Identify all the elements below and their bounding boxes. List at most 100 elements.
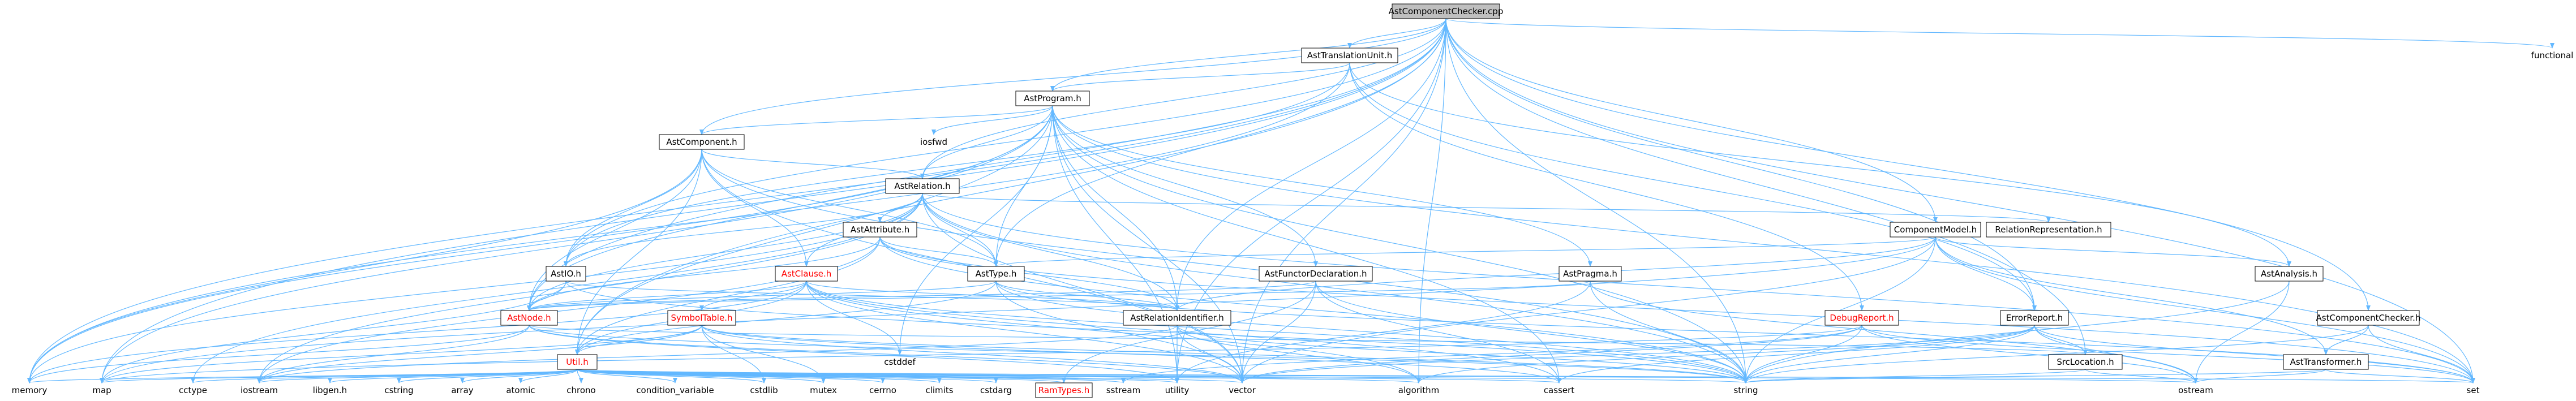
node-label-astnode: AstNode.h [507, 313, 551, 323]
edge-componentmodel-to-string [1744, 236, 1936, 383]
node-utilh[interactable]: Util.h [557, 354, 598, 370]
node-astanalysis[interactable]: AstAnalysis.h [2255, 266, 2324, 282]
node-label-utilh: Util.h [566, 357, 588, 367]
node-label-ramtypes: RamTypes.h [1038, 385, 1089, 395]
edge-root-to-astrelid [1175, 18, 1446, 311]
node-label-symboltable: SymbolTable.h [671, 313, 733, 323]
node-astcomponent[interactable]: AstComponent.h [659, 134, 745, 150]
node-cstdlib: cstdlib [750, 385, 778, 395]
node-asttype[interactable]: AstType.h [967, 266, 1025, 282]
node-ostream: ostream [2178, 385, 2213, 395]
edge-astfunctor-to-astnode [527, 281, 1316, 311]
edge-astio-to-astrelid [565, 281, 1179, 311]
node-label-relrep: RelationRepresentation.h [1995, 225, 2102, 235]
node-label-cstring: cstring [384, 385, 413, 395]
node-astattribute[interactable]: AstAttribute.h [843, 222, 917, 238]
node-functional: functional [2531, 50, 2574, 61]
edge-componentmodel-to-astrelid [1175, 236, 1936, 311]
node-ramtypes[interactable]: RamTypes.h [1035, 382, 1093, 398]
node-asttransformer[interactable]: AstTransformer.h [2283, 354, 2369, 370]
edge-astprogram-to-cstddef [898, 105, 1053, 355]
edge-astclause-to-astnode [527, 281, 807, 311]
node-label-map: map [92, 385, 111, 395]
edge-astrelid-to-string [1177, 325, 1748, 383]
node-vector: vector [1229, 385, 1256, 395]
node-label-cctype: cctype [179, 385, 207, 395]
edge-debugreport-to-string [1744, 325, 1862, 383]
edge-srclocation-to-ostream [2085, 369, 2198, 383]
node-cctype: cctype [179, 385, 207, 395]
edge-componentmodel-to-errorreport [1935, 236, 2037, 311]
node-utility: utility [1165, 385, 1190, 395]
node-astio[interactable]: AstIO.h [546, 266, 586, 282]
node-debugreport[interactable]: DebugReport.h [1824, 310, 1899, 326]
node-box-errorreport [2000, 310, 2069, 326]
edge-utilh-to-vector [577, 369, 1244, 383]
node-astpragma[interactable]: AstPragma.h [1559, 266, 1622, 282]
node-astclause[interactable]: AstClause.h [775, 266, 838, 282]
node-componentmodel[interactable]: ComponentModel.h [1890, 222, 1981, 238]
node-box-astcomponent [659, 134, 745, 150]
edge-astcompchecker-to-string [1744, 325, 2369, 383]
node-box-astrelid [1123, 310, 1231, 326]
edge-errorreport-to-cassert [1557, 325, 2035, 383]
node-label-mutex: mutex [810, 385, 837, 395]
node-symboltable[interactable]: SymbolTable.h [667, 310, 736, 326]
edge-debugreport-to-vector [1240, 325, 1862, 383]
edge-astcomponent-to-astnode [527, 149, 702, 311]
edge-asttype-to-utilh [575, 281, 997, 355]
edge-astnode-to-srclocation [529, 325, 2088, 355]
node-label-root: AstComponentChecker.cpp [1389, 6, 1504, 16]
edge-root-to-set [1445, 18, 2475, 383]
node-box-astattribute [843, 222, 917, 238]
node-label-astprogram: AstProgram.h [1024, 93, 1081, 104]
edge-debugreport-to-map [100, 325, 1862, 383]
edge-symboltable-to-string [701, 325, 1748, 383]
node-libgen: libgen.h [313, 385, 347, 395]
node-srclocation[interactable]: SrcLocation.h [2048, 354, 2123, 370]
edge-astprogram-to-utilh [575, 105, 1053, 355]
edge-root-to-asttu [1347, 18, 1446, 49]
node-label-astrelation: AstRelation.h [894, 181, 950, 191]
edge-astnode-to-memory [27, 325, 530, 383]
node-astprogram[interactable]: AstProgram.h [1015, 90, 1090, 106]
node-astnode[interactable]: AstNode.h [500, 310, 558, 326]
node-errorreport[interactable]: ErrorReport.h [2000, 310, 2069, 326]
edge-astclause-to-astrelid [806, 281, 1179, 311]
edge-astprogram-to-iosfwd [931, 105, 1053, 135]
node-astfunctor[interactable]: AstFunctorDeclaration.h [1259, 266, 1373, 282]
node-label-chrono: chrono [566, 385, 595, 395]
node-label-componentmodel: ComponentModel.h [1894, 225, 1977, 235]
node-label-set: set [2467, 385, 2480, 395]
node-relrep[interactable]: RelationRepresentation.h [1986, 222, 2111, 238]
edge-root-to-astio [564, 18, 1446, 267]
edge-asttype-to-astrelid [995, 281, 1179, 311]
edge-astcomponent-to-string [701, 149, 1748, 383]
edge-asttype-to-string [995, 281, 1748, 383]
node-astrelation[interactable]: AstRelation.h [885, 178, 960, 194]
node-box-astclause [775, 266, 838, 282]
edge-symboltable-to-iostream [257, 325, 702, 383]
edge-astrelation-to-relrep [922, 193, 2051, 223]
edge-astpragma-to-ostream [1590, 281, 2198, 383]
node-label-srclocation: SrcLocation.h [2056, 357, 2114, 367]
edge-componentmodel-to-asttransformer [1935, 236, 2328, 355]
edge-astcomponent-to-asttype [701, 149, 998, 267]
node-asttu[interactable]: AstTranslationUnit.h [1301, 48, 1398, 63]
file-nodes: AstComponentChecker.cppAstTranslationUni… [12, 3, 2574, 398]
edge-astprogram-to-set [1052, 105, 2475, 383]
edge-errorreport-to-ostream [2034, 325, 2198, 383]
edge-astrelation-to-set [922, 193, 2475, 383]
node-box-astnode [500, 310, 558, 326]
node-cstring: cstring [384, 385, 413, 395]
edge-astprogram-to-string [1052, 105, 1748, 383]
edge-astrelid-to-iostream [257, 325, 1178, 383]
node-sstream: sstream [1106, 385, 1140, 395]
edge-symboltable-to-cassert [701, 325, 1561, 383]
edge-componentmodel-to-astanalysis [1935, 236, 2291, 267]
node-astcompchecker[interactable]: AstComponentChecker.h [2316, 310, 2421, 326]
node-box-ramtypes [1035, 382, 1093, 398]
node-astrelid[interactable]: AstRelationIdentifier.h [1123, 310, 1231, 326]
node-cstddef: cstddef [884, 357, 916, 367]
node-label-cerrno: cerrno [869, 385, 896, 395]
